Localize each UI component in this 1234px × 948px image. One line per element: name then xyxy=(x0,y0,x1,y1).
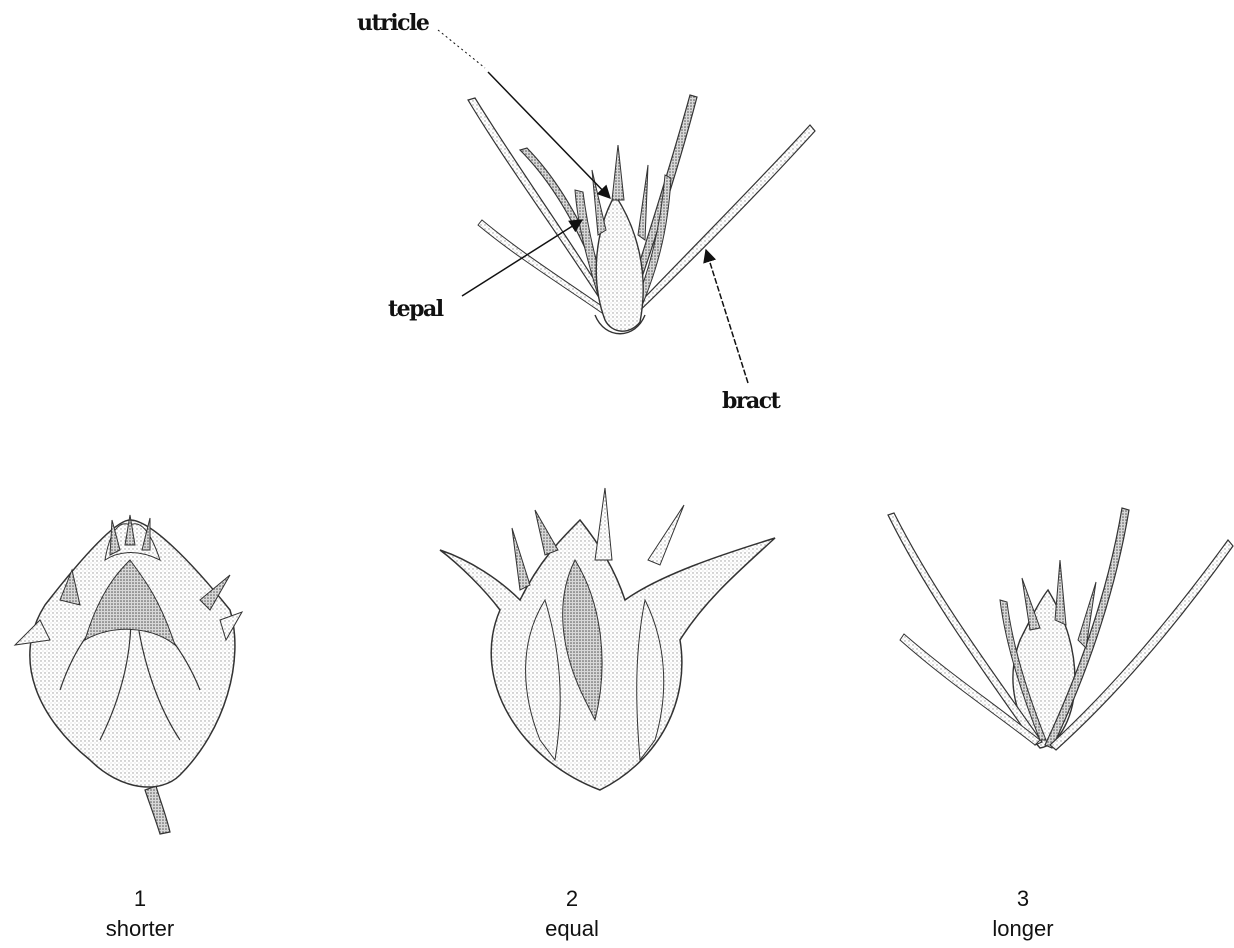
figure-2-caption: 2 equal xyxy=(472,884,672,944)
figure-2-number: 2 xyxy=(472,884,672,914)
top-illustration xyxy=(468,95,815,334)
figure-3-label: longer xyxy=(923,914,1123,944)
utricle-leader-dotted xyxy=(438,30,485,68)
bract-label: bract xyxy=(722,388,782,414)
bract-arrow xyxy=(706,250,748,383)
figure-2-illustration xyxy=(440,488,775,790)
figure-1-number: 1 xyxy=(40,884,240,914)
tepal-label: tepal xyxy=(388,296,444,322)
utricle-label: utricle xyxy=(357,10,429,36)
figure-2-label: equal xyxy=(472,914,672,944)
figure-1-caption: 1 shorter xyxy=(40,884,240,944)
figure-1-label: shorter xyxy=(40,914,240,944)
figure-3-caption: 3 longer xyxy=(923,884,1123,944)
figure-3-illustration xyxy=(888,508,1233,750)
annotation-arrows xyxy=(438,30,748,383)
figure-1-illustration xyxy=(15,515,242,834)
figure-3-number: 3 xyxy=(923,884,1123,914)
